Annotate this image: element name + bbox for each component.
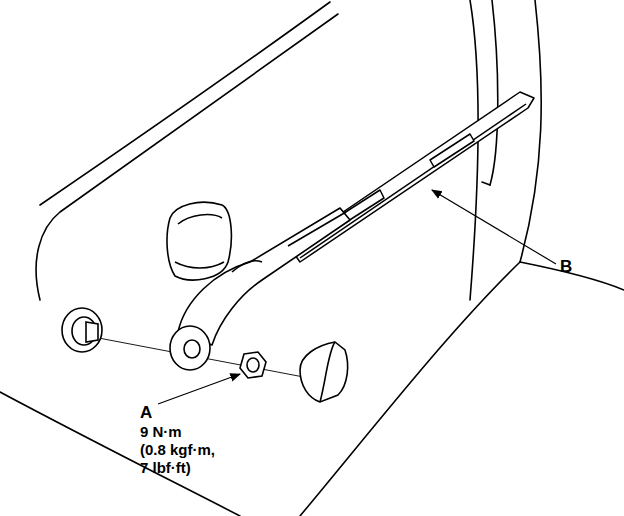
leader-line [158,374,240,404]
callout-letter: B [560,258,572,275]
glass-edge [470,0,478,300]
blade-clip [430,134,474,167]
panel-edge [0,392,240,516]
wiper-blade [300,104,526,258]
torque-value: 9 N·m [140,423,182,440]
nozzle-block [178,215,222,224]
arm-pivot [170,326,210,370]
nozzle-block [167,202,231,280]
panel-edge [40,2,330,205]
wiper-arm [232,261,262,272]
torque-value: (0.8 kgf·m, [140,441,215,458]
wiper-arm [288,212,346,246]
cap [300,342,348,402]
body-edge [520,0,541,262]
nut [240,352,266,378]
grommet [62,308,102,352]
wiper-arm [178,208,350,345]
glass-edge [490,0,498,185]
pivot-shaft [86,322,98,342]
nozzle-block [175,262,224,268]
leader-line [432,190,556,264]
arm-pivot [184,340,200,358]
nut [247,358,259,372]
cap [320,342,335,402]
callout-letter: A [140,404,152,421]
panel-edge [300,262,520,516]
panel-edge [482,182,490,185]
torque-value: 7 lbf·ft) [140,459,191,476]
